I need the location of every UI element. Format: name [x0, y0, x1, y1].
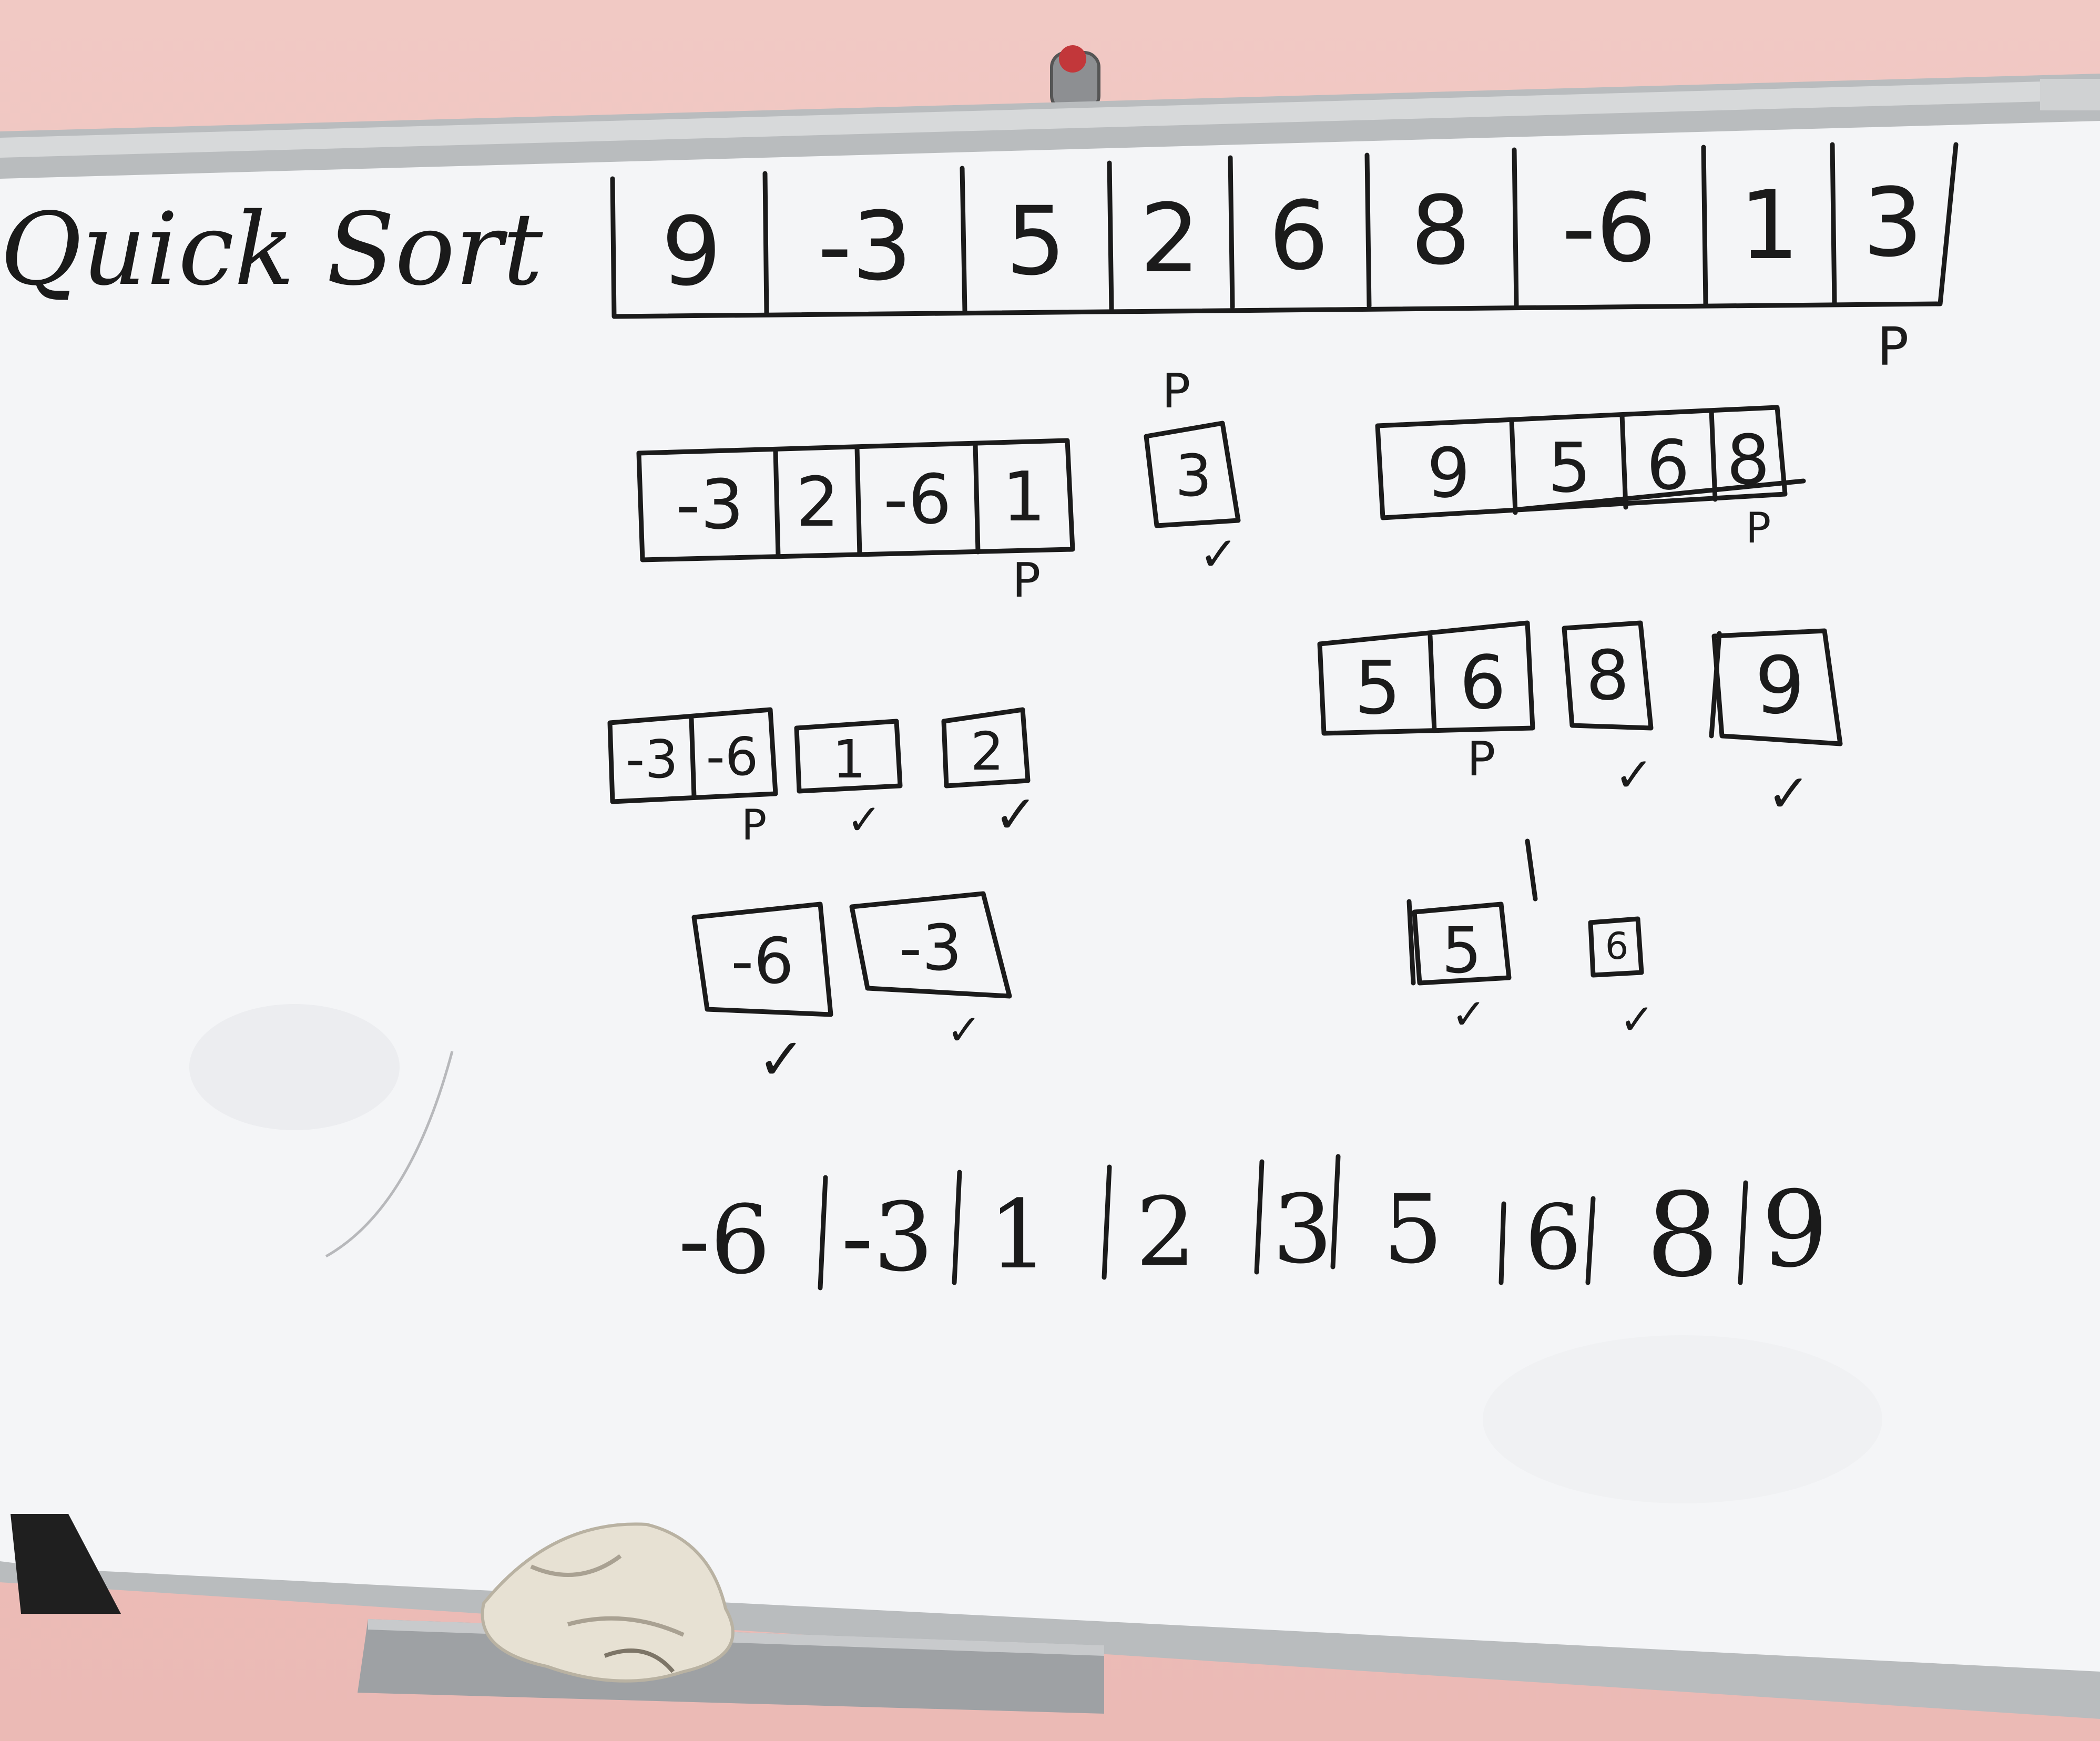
- level1-pivot-cell: 3: [1175, 442, 1212, 509]
- level3-cell: -6: [731, 925, 794, 998]
- check-mark: ✓: [1451, 990, 1487, 1039]
- initial-cell: 1: [1739, 171, 1800, 281]
- sorted-value: 2: [1136, 1177, 1196, 1287]
- check-mark: ✓: [1614, 747, 1654, 803]
- page-title: Quick Sort: [0, 191, 543, 308]
- level2-right-cell: 5: [1354, 646, 1401, 731]
- level1-left-cell: -6: [883, 459, 952, 539]
- level1-right-outline: [1375, 405, 1788, 520]
- cloth-eraser: [481, 1522, 735, 1683]
- level1-left-cell: 1: [1002, 457, 1046, 537]
- sorted-value: 1: [988, 1180, 1049, 1290]
- initial-cell: 6: [1268, 181, 1329, 291]
- initial-cell: 5: [1005, 187, 1066, 296]
- pivot-label: P: [1012, 553, 1041, 608]
- pivot-label: P: [1746, 504, 1771, 552]
- initial-cell: 9: [661, 197, 722, 307]
- pivot-label: P: [1877, 316, 1909, 377]
- level1-left-outline: [636, 438, 1075, 562]
- level1-right-cell: 5: [1547, 428, 1592, 508]
- initial-cell: 8: [1410, 176, 1471, 286]
- sorted-value: -3: [841, 1183, 934, 1293]
- level3-cell: 5: [1441, 915, 1482, 988]
- pivot-label: P: [741, 801, 767, 849]
- level1-right-cell: 9: [1426, 433, 1471, 513]
- initial-cell: -3: [818, 192, 912, 302]
- pivot-label: P: [1162, 364, 1191, 419]
- level2-left-cell: -3: [626, 729, 678, 790]
- level1-left-cell: -3: [676, 465, 744, 545]
- check-mark: ✓: [946, 1006, 982, 1054]
- check-mark: ✓: [1619, 995, 1655, 1044]
- initial-cell: 3: [1862, 168, 1923, 278]
- level2-left-single: 2: [970, 721, 1004, 782]
- sorted-value: 3: [1272, 1175, 1333, 1285]
- level2-right-single: 9: [1755, 640, 1805, 732]
- pivot-label: P: [1467, 732, 1496, 787]
- level1-right-cell: 8: [1726, 420, 1770, 500]
- level2-left-cell: -6: [706, 726, 759, 787]
- initial-cell: 2: [1139, 184, 1200, 294]
- check-mark: ✓: [1199, 527, 1239, 582]
- sorted-value: 9: [1761, 1169, 1829, 1291]
- level2-right-cell: 6: [1459, 640, 1506, 726]
- sorted-value: 6: [1525, 1186, 1582, 1290]
- initial-cell: -6: [1562, 173, 1656, 283]
- sorted-value: 8: [1646, 1168, 1719, 1303]
- sorted-value: -6: [678, 1185, 771, 1295]
- level1-left-cell: 2: [796, 462, 840, 542]
- level3-cell: -3: [899, 912, 962, 985]
- sorted-value: 5: [1383, 1175, 1443, 1285]
- level1-pivot-outline: [1144, 421, 1241, 528]
- check-mark: ✓: [1767, 763, 1811, 824]
- level1-right-cell: 6: [1646, 425, 1690, 505]
- level2-left-single: 1: [832, 729, 866, 790]
- initial-array-outline: [610, 142, 1959, 319]
- level2-right-single: 8: [1586, 636, 1629, 715]
- level3-cell: 6: [1605, 925, 1629, 968]
- check-mark: ✓: [994, 784, 1038, 845]
- check-mark: ✓: [847, 795, 882, 844]
- check-mark: ✓: [757, 1026, 806, 1093]
